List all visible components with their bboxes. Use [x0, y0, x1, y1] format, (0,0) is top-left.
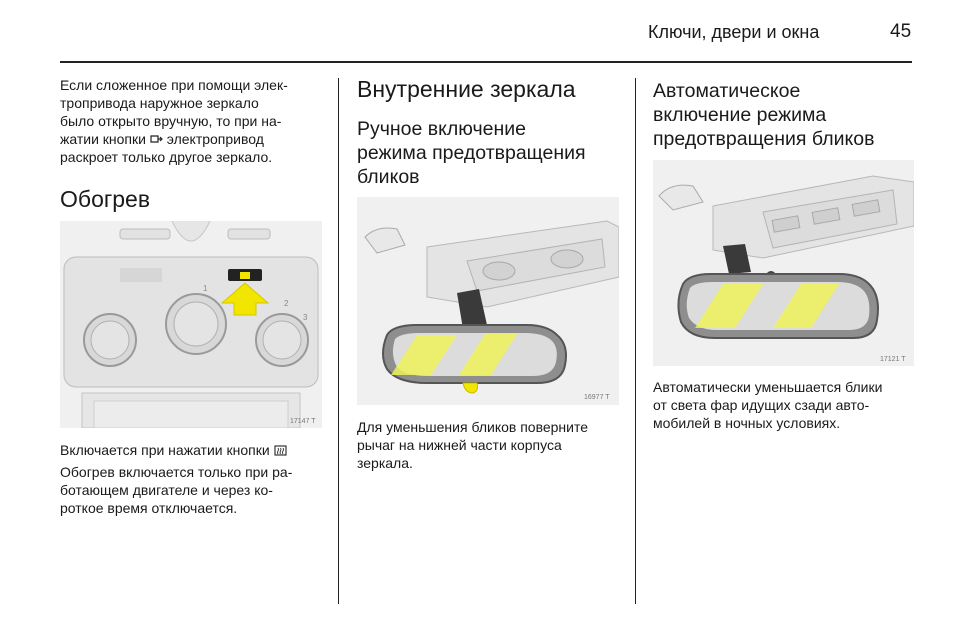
heading-auto-antiglare: Автоматическое включение режима предотвр… [653, 79, 874, 151]
auto-mirror-caption: Автоматически уменьшается блики от света… [653, 378, 923, 432]
text-line: Для уменьшения бликов поверните [357, 419, 589, 435]
text-line: тропривода наружное зеркало [60, 95, 259, 111]
figure-heater-panel: 1 2 3 17147 T [60, 221, 322, 428]
heating-caption: Включается при нажатии кнопки Обогрев вк… [60, 441, 330, 517]
page-header-title: Ключи, двери и окна [648, 22, 820, 42]
column-divider-1 [338, 78, 339, 604]
figure-code: 17121 T [880, 356, 906, 363]
column-left: Если сложенное при помощи элек- троприво… [60, 76, 330, 166]
text-line: Если сложенное при помощи элек- [60, 77, 288, 93]
text-line: зеркала. [357, 455, 413, 471]
page-number: 45 [890, 21, 912, 42]
text-line: режима предотвращения [357, 142, 586, 164]
text-line: раскроет только другое зеркало. [60, 149, 273, 165]
heading-interior-mirrors: Внутренние зеркала [357, 76, 576, 102]
text-line: бликов [357, 166, 420, 188]
text-line: мобилей в ночных условиях. [653, 415, 841, 431]
text-line: Ручное включение [357, 118, 526, 140]
text-line: было открыто вручную, то при на- [60, 113, 282, 129]
subheading-manual-antiglare: Ручное включение режима предотвращения б… [357, 117, 586, 189]
text-line: Автоматическое [653, 80, 801, 102]
fig-scale-label: 2 [284, 299, 289, 308]
caption-paragraph: Обогрев включается только при ра- ботающ… [60, 463, 330, 517]
text-line: от света фар идущих сзади авто- [653, 397, 870, 413]
text-line: ботающем двигателе и через ко- [60, 482, 273, 498]
text-line: предотвращения бликов [653, 128, 875, 150]
fig-scale-label: 3 [303, 313, 308, 322]
column-divider-2 [635, 78, 636, 604]
fig-scale-label: 1 [203, 284, 208, 293]
text-line: Автоматически уменьшается блики [653, 379, 883, 395]
figure-auto-mirror: 17121 T [653, 160, 914, 366]
caption-paragraph: Автоматически уменьшается блики от света… [653, 378, 923, 432]
figure-manual-mirror: 16977 T [357, 197, 619, 405]
manual-mirror-caption: Для уменьшения бликов поверните рычаг на… [357, 418, 627, 472]
caption-paragraph: Для уменьшения бликов поверните рычаг на… [357, 418, 627, 472]
text-line: жатии кнопки [60, 131, 150, 147]
heading-heating: Обогрев [60, 186, 151, 212]
figure-code: 16977 T [584, 394, 610, 401]
text-line: Обогрев включается только при ра- [60, 464, 293, 480]
header-rule [60, 61, 912, 63]
intro-paragraph: Если сложенное при помощи элек- троприво… [60, 76, 330, 166]
caption-paragraph: Включается при нажатии кнопки [60, 441, 330, 459]
rear-window-heater-icon [274, 442, 287, 456]
text-line: электропривод [162, 131, 264, 147]
text-line: включение режима [653, 104, 827, 126]
figure-code: 17147 T [290, 418, 316, 425]
mirror-fold-icon [150, 131, 163, 143]
text-line: рычаг на нижней части корпуса [357, 437, 562, 453]
text-line: роткое время отключается. [60, 500, 238, 516]
text-line: Включается при нажатии кнопки [60, 442, 274, 458]
